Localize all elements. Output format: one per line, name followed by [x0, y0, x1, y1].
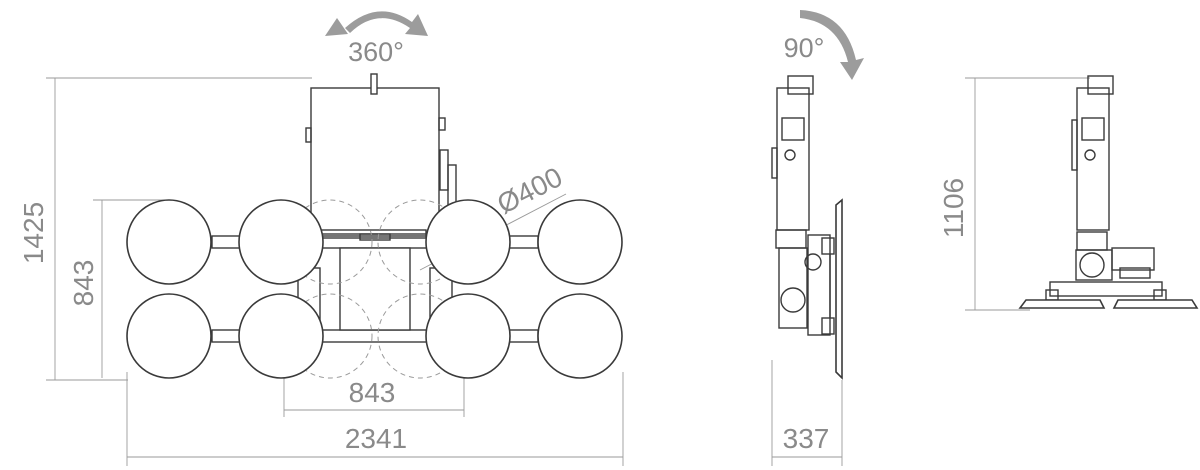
- tilt-90-arrow: [800, 10, 864, 80]
- suction-pads: [126, 199, 623, 379]
- right-body: [1018, 75, 1199, 309]
- suction-pad: [425, 199, 511, 285]
- width-843-label: 843: [349, 377, 396, 408]
- suction-pad: [425, 293, 511, 379]
- tilt-90-label: 90°: [784, 33, 825, 63]
- side-body: [771, 75, 843, 380]
- width-2341-label: 2341: [345, 423, 407, 454]
- suction-pad: [126, 293, 212, 379]
- right-view: 1106: [938, 75, 1199, 311]
- height-1106-label: 1106: [938, 178, 969, 238]
- depth-337-label: 337: [783, 423, 830, 454]
- suction-pad: [537, 199, 623, 285]
- suction-pad: [238, 199, 324, 285]
- vacuum-housing: [305, 73, 457, 235]
- suction-pad: [238, 293, 324, 379]
- rotation-360-label: 360°: [348, 37, 404, 67]
- side-view: 90° 337: [771, 10, 864, 466]
- height-843-label: 843: [68, 260, 99, 307]
- rotation-360-arrow: [325, 11, 428, 36]
- suction-pad: [537, 293, 623, 379]
- front-view: 360° 1425 843 843 2341 Ø400: [18, 11, 624, 466]
- suction-pad: [126, 199, 212, 285]
- height-1425-label: 1425: [18, 202, 49, 264]
